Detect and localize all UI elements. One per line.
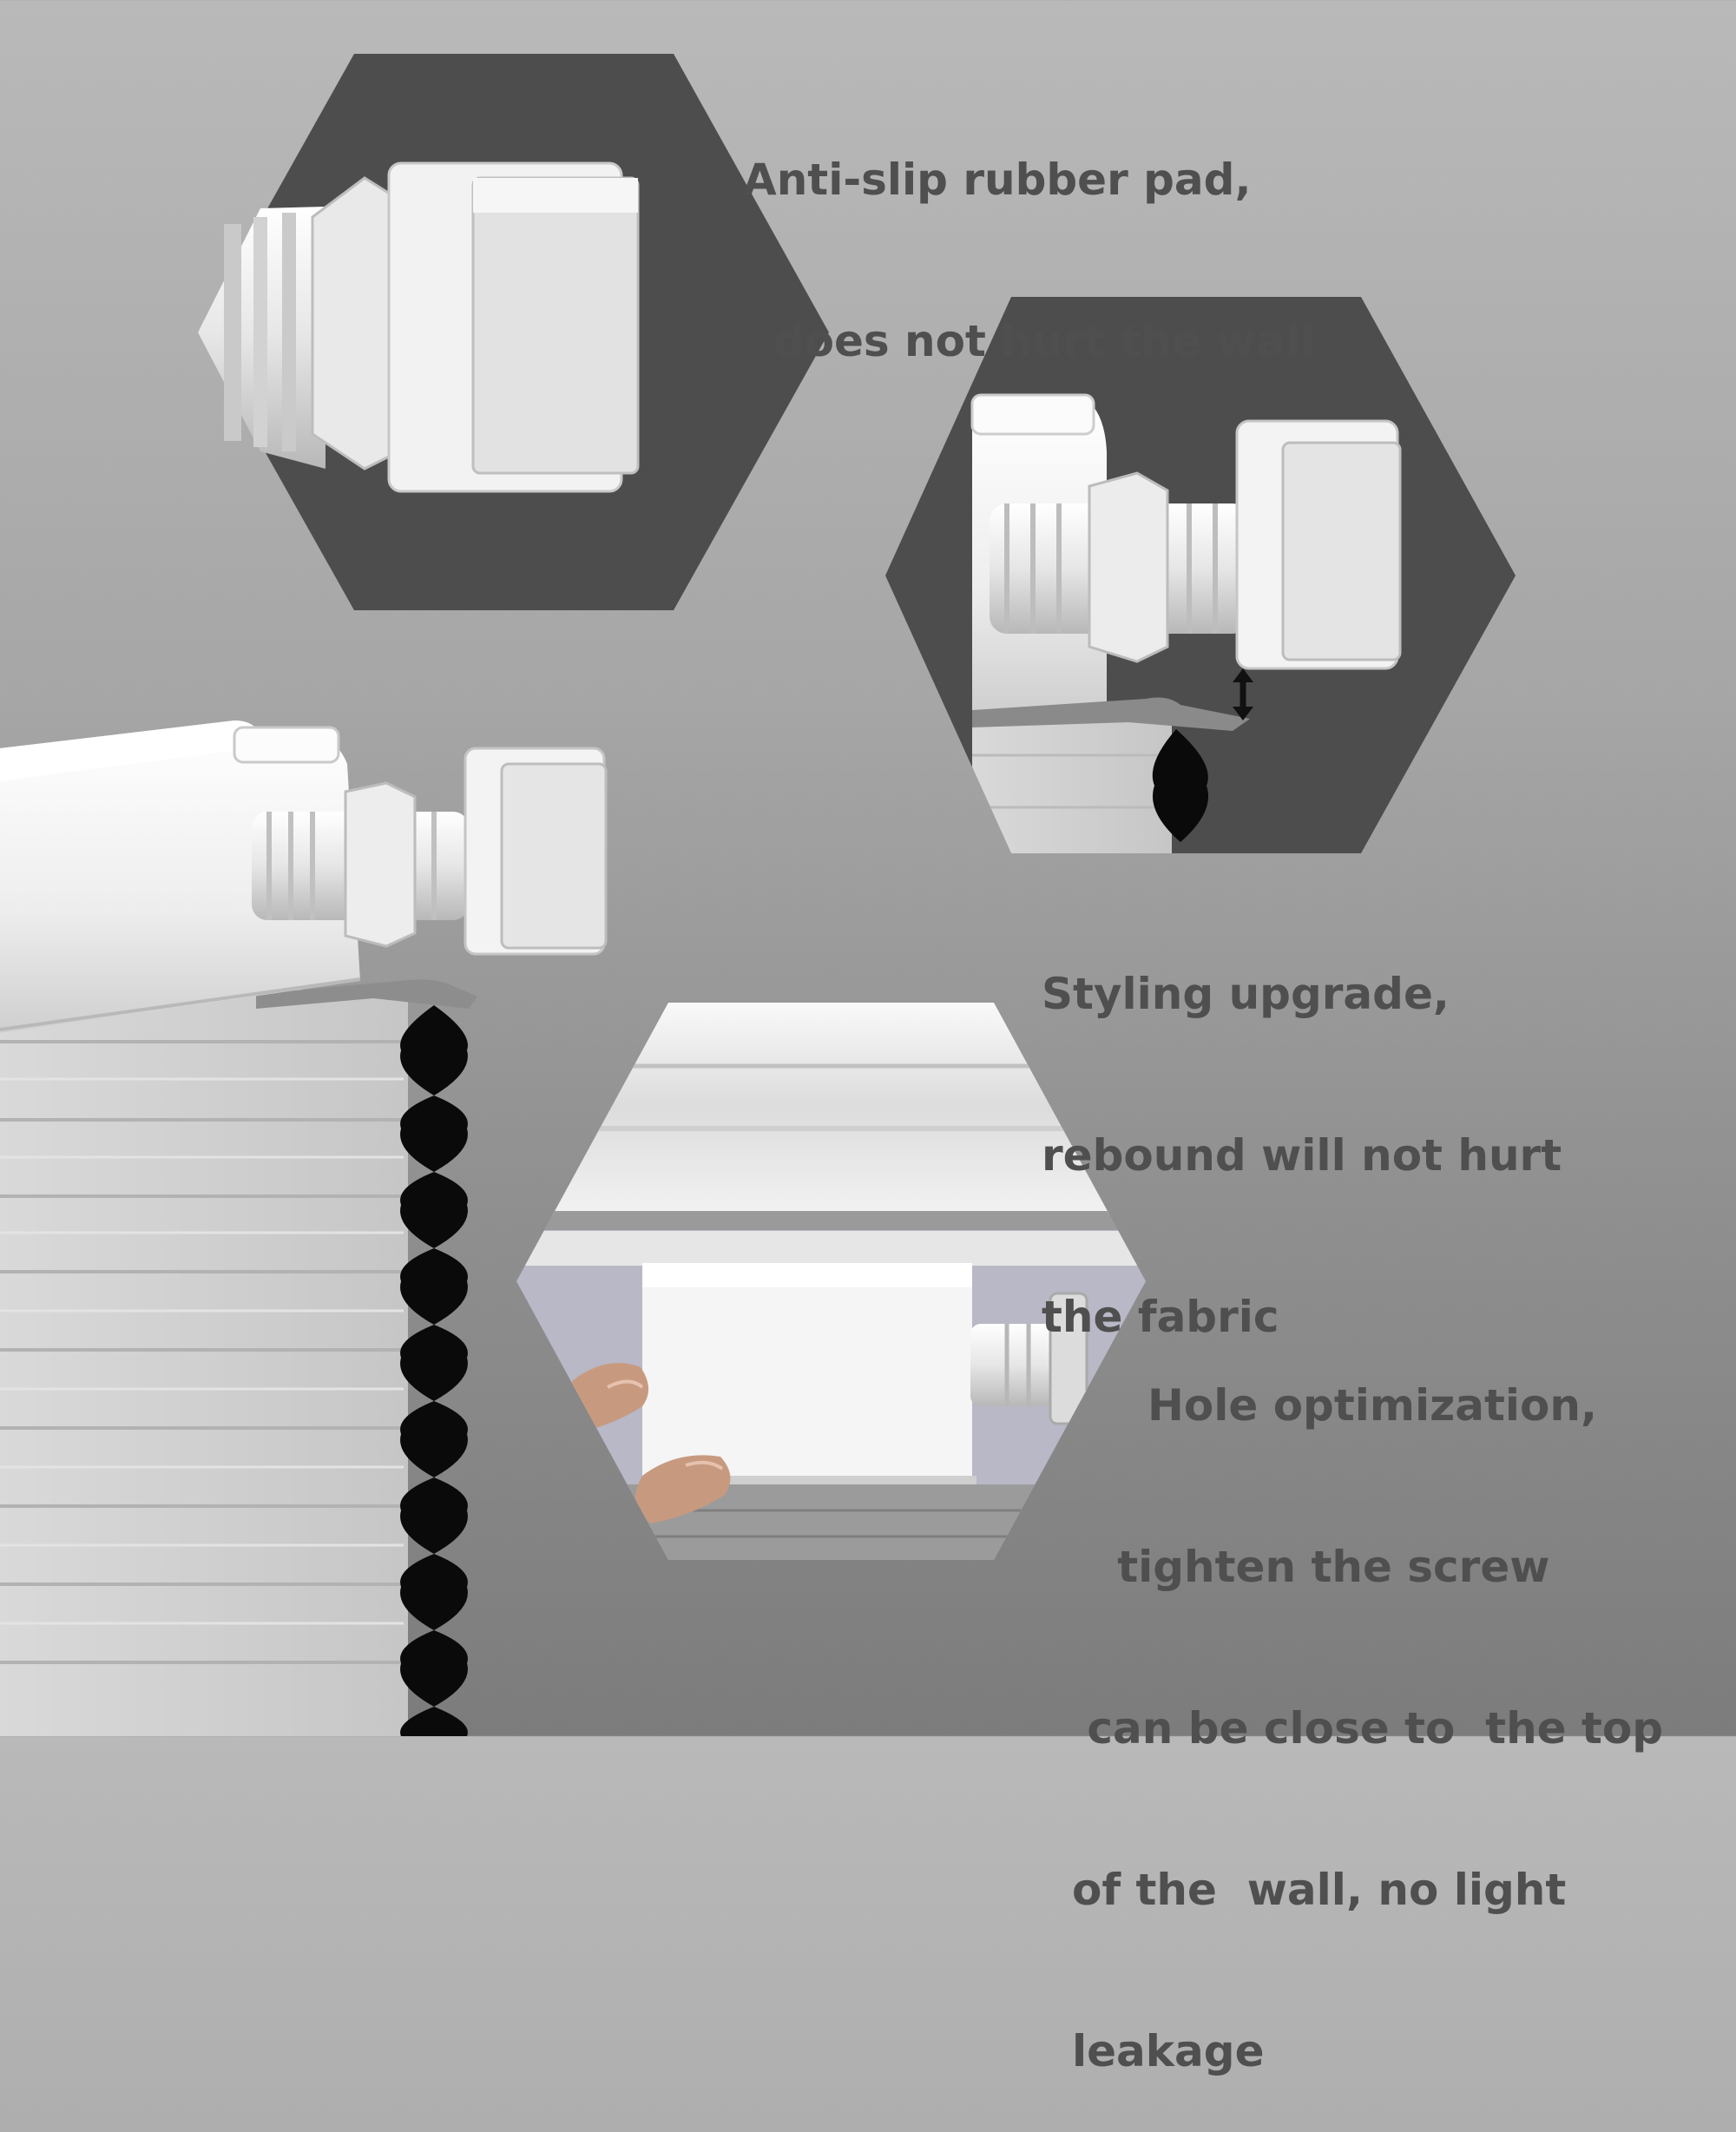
styling-upgrade-caption-line: Styling upgrade, xyxy=(1042,969,1450,1019)
hole-optimization-caption-line: of the wall, no light xyxy=(1072,1865,1567,1915)
hole-optimization-caption-line: can be close to the top xyxy=(1072,1703,1664,1754)
styling-upgrade-caption: Styling upgrade, rebound will not hurt t… xyxy=(1042,859,1562,1398)
threaded-stem xyxy=(198,207,326,469)
cellular-shade-main xyxy=(0,721,608,1736)
double-vertical-arrow-icon xyxy=(1233,668,1253,721)
hex-nut xyxy=(311,176,401,470)
rubber-pad-closeup-hexagon xyxy=(198,54,829,610)
adjusting-screw xyxy=(252,781,469,948)
honeycomb-cell-edge xyxy=(400,1005,468,1736)
square-rubber-pad-main xyxy=(464,747,608,956)
styling-upgrade-caption-line: rebound will not hurt xyxy=(1042,1130,1562,1181)
fabric-gap-closeup-hexagon xyxy=(885,297,1516,853)
square-rubber-pad xyxy=(387,161,640,493)
hole-optimization-caption-line: Hole optimization, xyxy=(1072,1380,1597,1431)
styling-upgrade-caption-line: the fabric xyxy=(1042,1292,1279,1342)
hole-optimization-caption-line: leakage xyxy=(1072,2026,1265,2076)
anti-slip-caption-line: Anti-slip rubber pad, xyxy=(743,155,1252,205)
product-illustration xyxy=(0,54,1516,1736)
hole-optimization-caption-line: tighten the screw xyxy=(1072,1542,1550,1592)
anti-slip-caption: Anti-slip rubber pad, does not hurt the … xyxy=(743,45,1315,422)
anti-slip-caption-line: does not hurt the wall xyxy=(743,316,1316,366)
hole-optimization-caption: Hole optimization, tighten the screw can… xyxy=(1072,1271,1663,2132)
headrail xyxy=(0,721,361,1033)
